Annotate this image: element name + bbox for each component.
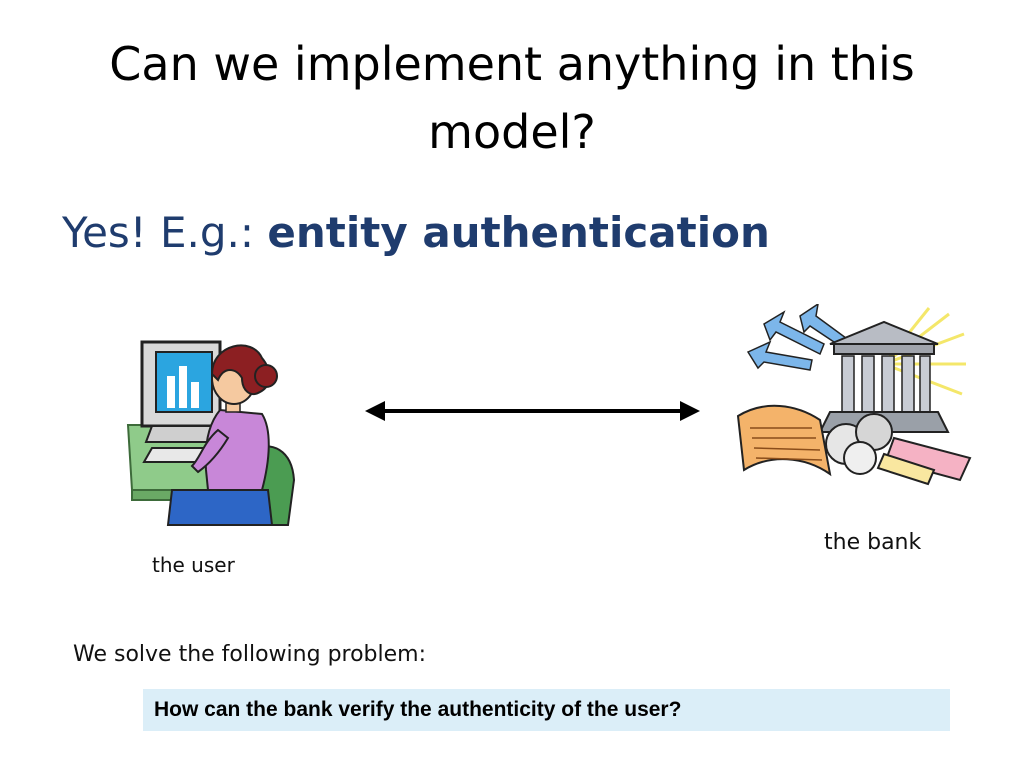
problem-statement-box: How can the bank verify the authenticity…: [143, 689, 950, 731]
slide-title: Can we implement anything in this model?: [109, 37, 915, 159]
bank-building-icon: [734, 302, 974, 499]
double-headed-arrow-icon: [365, 398, 700, 429]
problem-statement: How can the bank verify the authenticity…: [154, 698, 682, 721]
bank-caption: the bank: [824, 530, 922, 555]
subtitle-emphasis: entity authentication: [267, 208, 770, 257]
subtitle-prefix: Yes! E.g.:: [62, 208, 268, 257]
user-at-computer-icon: [122, 330, 302, 535]
user-caption: the user: [152, 553, 235, 577]
subtitle: Yes! E.g.: entity authentication: [62, 208, 770, 257]
problem-intro: We solve the following problem:: [73, 642, 427, 667]
